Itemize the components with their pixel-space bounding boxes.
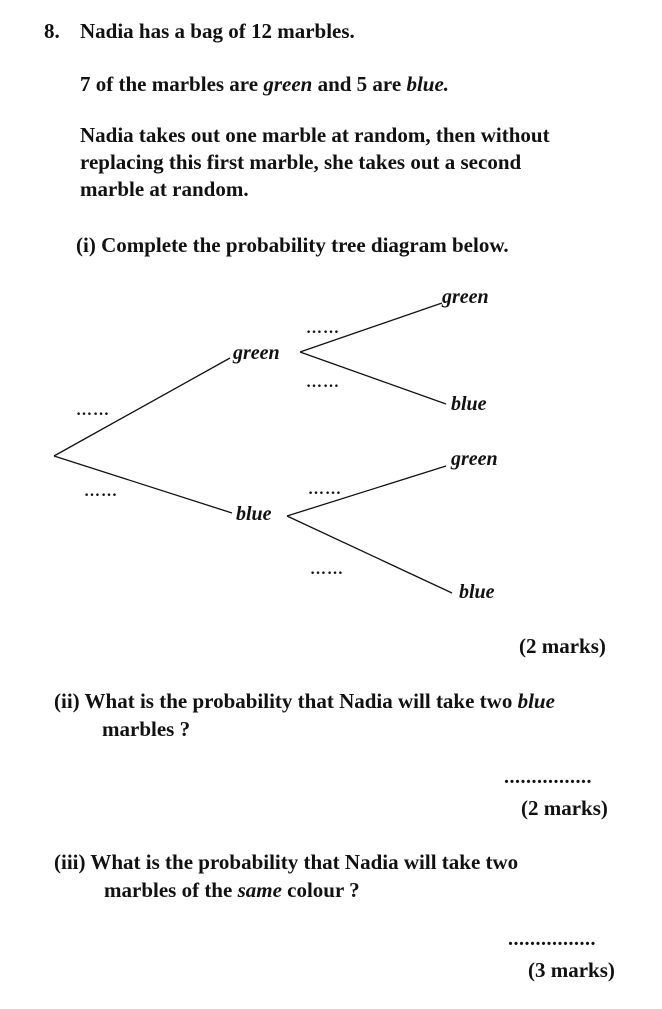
branch-green-blue [299,351,447,405]
branch-blue-blue [286,515,453,594]
part-iii-prompt-line-1: (iii) What is the probability that Nadia… [54,850,519,874]
question-paragraph: Nadia takes out one marble at random, th… [80,122,550,203]
paragraph-line-2: replacing this first marble, she takes o… [80,150,522,174]
probability-blank-first-blue[interactable]: …… [84,483,118,500]
part-ii-text: (ii) What is the probability that Nadia … [54,689,518,713]
branch-green-green [299,302,443,353]
branch-blue-green [286,465,447,517]
marble-counts-green: green [263,72,313,96]
question-number: 8. [44,19,60,43]
paragraph-line-3: marble at random. [80,177,249,201]
part-iii-answer-line[interactable]: ................ [508,928,596,950]
branch-root-blue [53,455,233,514]
part-i-marks: (2 marks) [519,634,606,658]
marble-counts: 7 of the marbles are green and 5 are blu… [80,71,449,98]
marble-counts-blue: blue. [406,72,450,96]
part-ii-answer-line[interactable]: ................ [504,766,592,788]
paragraph-line-1: Nadia takes out one marble at random, th… [80,123,550,147]
tree-label-blue-blue: blue [459,581,495,603]
part-iii-text-pre: marbles of the [104,878,238,902]
tree-label-green-blue: blue [451,393,487,415]
part-ii-marks: (2 marks) [521,796,608,820]
tree-label-first-green: green [233,342,280,364]
probability-blank-green-blue[interactable]: …… [306,374,340,391]
part-iii-marks: (3 marks) [528,958,615,982]
tree-label-first-blue: blue [236,503,272,525]
part-ii-prompt-line-2: marbles ? [102,717,191,741]
probability-blank-first-green[interactable]: …… [76,402,110,419]
marble-counts-mid: and 5 are [312,72,407,96]
question-intro: Nadia has a bag of 12 marbles. [80,19,355,43]
part-iii-prompt-line-2: marbles of the same colour ? [104,877,360,904]
probability-blank-blue-green[interactable]: …… [308,481,342,498]
part-iii-text-post: colour ? [281,878,360,902]
probability-blank-blue-blue[interactable]: …… [310,561,344,578]
tree-label-blue-green: green [451,448,498,470]
marble-counts-pre: 7 of the marbles are [80,72,264,96]
part-i-prompt: (i) Complete the probability tree diagra… [76,233,509,257]
tree-label-green-green: green [442,286,489,308]
part-ii-prompt-line-1: (ii) What is the probability that Nadia … [54,688,555,715]
part-iii-emphasis: same [237,878,282,902]
part-ii-emphasis: blue [517,689,555,713]
probability-blank-green-green[interactable]: …… [306,320,340,337]
branch-root-green [53,357,231,457]
